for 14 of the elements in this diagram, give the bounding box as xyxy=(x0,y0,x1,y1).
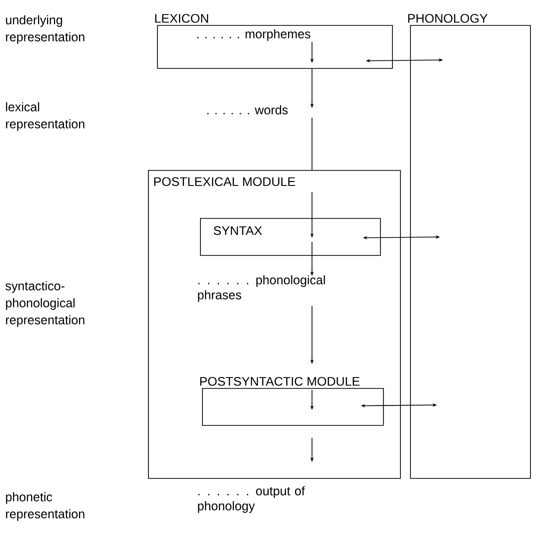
level-label: lexical representation xyxy=(6,102,84,131)
level-text: . . . . . . words xyxy=(207,105,288,114)
node-label: LEXICON xyxy=(155,14,208,23)
level-label: phonetic representation xyxy=(6,492,84,521)
level-label: underlying representation xyxy=(6,15,84,44)
module-box: POSTSYNTACTIC MODULE xyxy=(200,376,384,426)
level-text: . . . . . . phonological phrases xyxy=(198,275,325,302)
level-text: . . . . . . output of phonology xyxy=(198,486,305,513)
node-label: POSTSYNTACTIC MODULE xyxy=(200,376,360,386)
level-label: syntactico-phonological representation xyxy=(6,281,84,327)
level-text: . . . . . . morphemes xyxy=(197,29,310,41)
module-box: SYNTAX xyxy=(200,218,381,256)
node-label: PHONOLOGY xyxy=(408,14,488,23)
module-box: PHONOLOGY xyxy=(408,14,531,479)
